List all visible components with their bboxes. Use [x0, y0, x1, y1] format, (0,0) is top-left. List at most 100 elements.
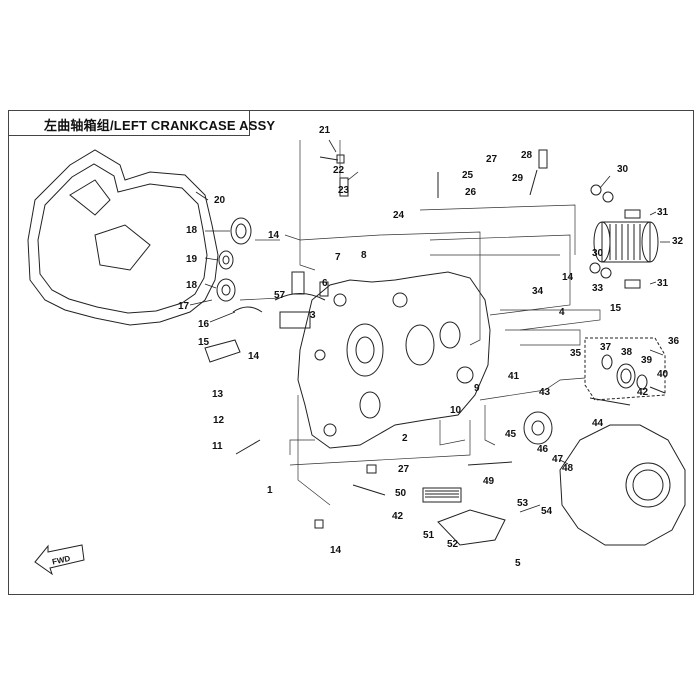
callout-27: 27: [486, 154, 498, 165]
callout-6: 6: [322, 278, 328, 289]
oil-filter-32: [593, 221, 659, 263]
dowel-6: [319, 281, 329, 297]
callout-49: 49: [483, 476, 495, 487]
callout-16: 16: [198, 319, 210, 330]
gear-45: [523, 411, 553, 445]
washer-37: [601, 354, 613, 370]
group-36-frame: [584, 337, 666, 401]
bracket-51: [437, 509, 506, 546]
callout-29: 29: [512, 173, 524, 184]
callout-12: 12: [213, 415, 225, 426]
callout-30: 30: [617, 164, 629, 175]
callout-51: 51: [423, 530, 435, 541]
callout-57: 57: [274, 290, 286, 301]
sensor-28: [538, 149, 548, 169]
callout-8: 8: [361, 250, 367, 261]
bolt-21: [319, 156, 339, 161]
strainer-mesh: [425, 490, 459, 498]
shaft-40: [649, 386, 666, 394]
callout-14: 14: [268, 230, 280, 241]
bolt-21-head: [336, 154, 345, 164]
gear-38: [616, 363, 636, 389]
sensor-28-wire: [529, 169, 538, 196]
callout-24: 24: [393, 210, 405, 221]
callout-41: 41: [508, 371, 520, 382]
callout-31: 31: [657, 207, 669, 218]
cover-gasket-48: [559, 424, 686, 546]
bolt-31-head-b: [624, 279, 641, 289]
callout-4: 4: [559, 307, 565, 318]
callout-39: 39: [641, 355, 653, 366]
diagram-title: 左曲轴箱组/LEFT CRANKCASE ASSY: [44, 118, 276, 133]
callout-23: 23: [338, 185, 350, 196]
callout-10: 10: [450, 405, 462, 416]
o-ring-30-b: [602, 191, 614, 203]
callout-30: 30: [592, 248, 604, 259]
callout-3: 3: [310, 310, 316, 321]
callout-46: 46: [537, 444, 549, 455]
callout-45: 45: [505, 429, 517, 440]
callout-20: 20: [214, 195, 226, 206]
bushing-57: [279, 311, 311, 329]
callout-18: 18: [186, 280, 198, 291]
fwd-label: FWD: [51, 554, 71, 567]
plate-13: [204, 339, 241, 363]
oil-seal-19: [218, 250, 234, 270]
oil-strainer-50: [422, 487, 462, 503]
left-crankcase-body: [297, 271, 491, 449]
callout-13: 13: [212, 389, 224, 400]
dowel-3: [291, 271, 305, 295]
o-ring-30-c: [589, 262, 601, 274]
diagram-frame: [8, 110, 694, 595]
bearing-18-lower: [216, 278, 236, 302]
callout-19: 19: [186, 254, 198, 265]
callout-38: 38: [621, 347, 633, 358]
callout-37: 37: [600, 342, 612, 353]
callout-leaders: [189, 139, 670, 513]
callout-27: 27: [398, 464, 410, 475]
callout-1: 1: [267, 485, 273, 496]
callout-44: 44: [592, 418, 604, 429]
callout-42: 42: [637, 387, 649, 398]
callout-40: 40: [657, 369, 669, 380]
callout-5: 5: [515, 558, 521, 569]
sensor-22: [339, 177, 349, 197]
circlip-16: [232, 306, 263, 313]
callout-34: 34: [532, 286, 544, 297]
callout-33: 33: [592, 283, 604, 294]
callout-52: 52: [447, 539, 459, 550]
callout-25: 25: [462, 170, 474, 181]
callout-54: 54: [541, 506, 553, 517]
callout-31: 31: [657, 278, 669, 289]
callout-53: 53: [517, 498, 529, 509]
callout-21: 21: [319, 125, 331, 136]
bolt-11: [235, 439, 261, 455]
callout-35: 35: [570, 348, 582, 359]
callout-47: 47: [552, 454, 564, 465]
bolt-31-head-a: [624, 209, 641, 219]
callout-28: 28: [521, 150, 533, 161]
crankcase-gasket-left: [27, 149, 219, 326]
callout-48: 48: [562, 463, 574, 474]
washer-39: [636, 374, 648, 390]
callout-11: 11: [212, 441, 223, 452]
callout-43: 43: [539, 387, 551, 398]
bearing-18-upper: [230, 217, 252, 245]
plug-27-lower: [366, 464, 377, 474]
bolt-14-lower: [314, 519, 324, 529]
callout-18: 18: [186, 225, 198, 236]
callout-36: 36: [668, 336, 680, 347]
callout-32: 32: [672, 236, 684, 247]
leader-lines: [239, 140, 601, 506]
o-ring-30-a: [590, 184, 602, 196]
o-ring-30-d: [600, 267, 612, 279]
fwd-arrow: [34, 544, 85, 576]
callout-7: 7: [335, 252, 341, 263]
bolt-42-lower: [352, 484, 386, 496]
callout-22: 22: [333, 165, 345, 176]
callout-14: 14: [330, 545, 342, 556]
callout-42: 42: [392, 511, 404, 522]
callout-15: 15: [198, 337, 210, 348]
callout-14: 14: [248, 351, 260, 362]
